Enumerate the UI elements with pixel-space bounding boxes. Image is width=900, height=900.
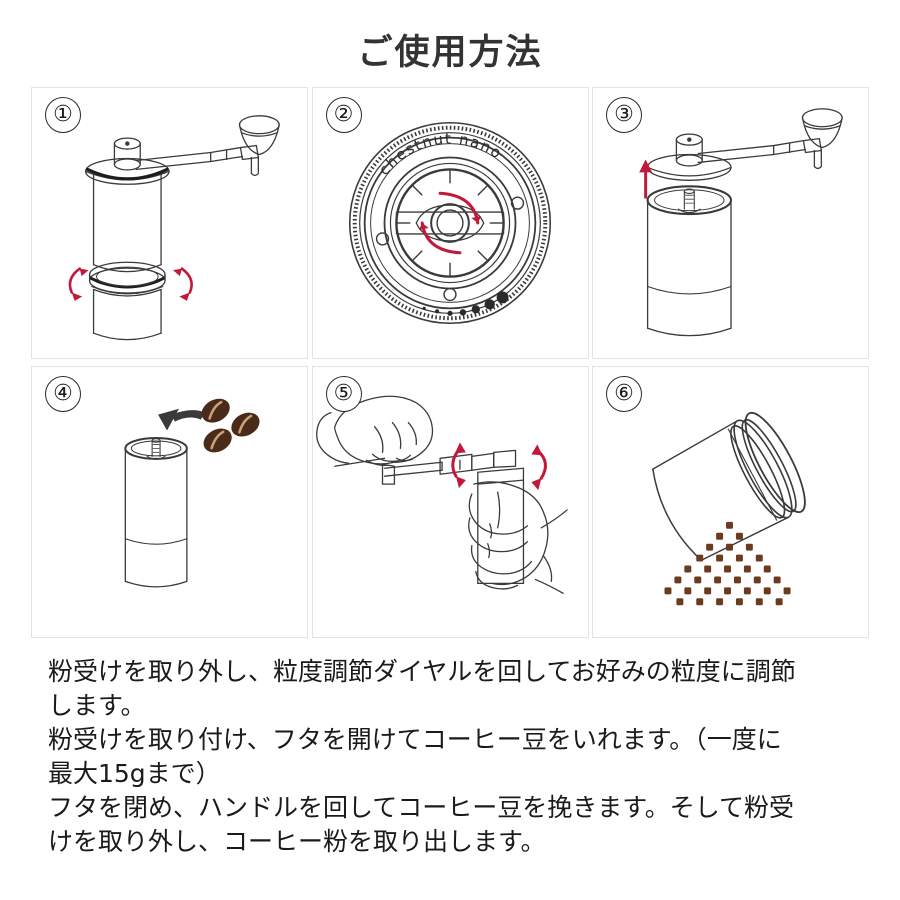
step-number-2: ② xyxy=(325,97,362,133)
grinder-with-lid-lifted-icon xyxy=(593,88,868,358)
instruction-text: 粉受けを取り外し、粒度調節ダイヤルを回してお好みの粒度に調節 します。 粉受けを… xyxy=(48,657,796,856)
coffee-beans xyxy=(201,398,260,453)
step-panel-4: ④ xyxy=(31,366,308,638)
two-hands-turning-crank-icon xyxy=(313,367,588,637)
grinder-body-with-beans-icon xyxy=(32,367,307,637)
step-panel-3: ③ xyxy=(592,87,869,359)
step-panel-2: ② xyxy=(311,87,589,359)
step-number-4: ④ xyxy=(45,376,81,412)
detached-cup-with-grounds-icon xyxy=(593,367,868,637)
step-panel-5: ⑤ xyxy=(311,366,589,638)
step-number-6: ⑥ xyxy=(606,376,642,412)
step-panel-6: ⑥ xyxy=(592,366,869,638)
step-number-1: ① xyxy=(45,97,81,133)
step-number-5: ⑤ xyxy=(325,376,362,412)
page-title: ご使用方法 xyxy=(357,33,543,73)
grind-adjustment-dial-icon: chestnut nano xyxy=(313,88,588,358)
step-number-3: ③ xyxy=(606,97,642,133)
ground-coffee-pile xyxy=(664,521,791,606)
step-panel-1: ① xyxy=(31,87,308,359)
step-panel-grid: ① xyxy=(31,87,869,641)
grinder-with-detaching-cup-icon xyxy=(32,88,307,358)
